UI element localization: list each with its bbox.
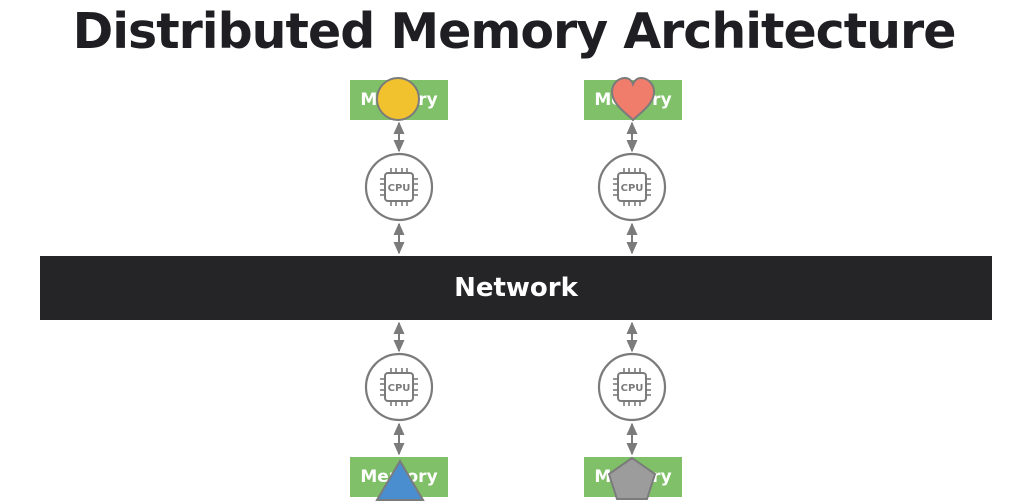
- cpu-node-top-right: CPU: [597, 152, 667, 222]
- pentagon-icon: [607, 456, 657, 500]
- connection-arrows: [393, 121, 638, 456]
- cpu-node-bottom-right: CPU: [597, 352, 667, 422]
- triangle-icon: [375, 459, 425, 501]
- cpu-label: CPU: [621, 183, 644, 194]
- cpu-node-top-left: CPU: [364, 152, 434, 222]
- page-title: Distributed Memory Architecture: [72, 3, 957, 60]
- network-bar: Network: [40, 256, 992, 320]
- heart-icon: [610, 76, 656, 122]
- cpu-label: CPU: [621, 383, 644, 394]
- cpu-label: CPU: [388, 183, 411, 194]
- cpu-label: CPU: [388, 383, 411, 394]
- circle-icon: [376, 77, 420, 121]
- network-label: Network: [454, 273, 578, 303]
- cpu-node-bottom-left: CPU: [364, 352, 434, 422]
